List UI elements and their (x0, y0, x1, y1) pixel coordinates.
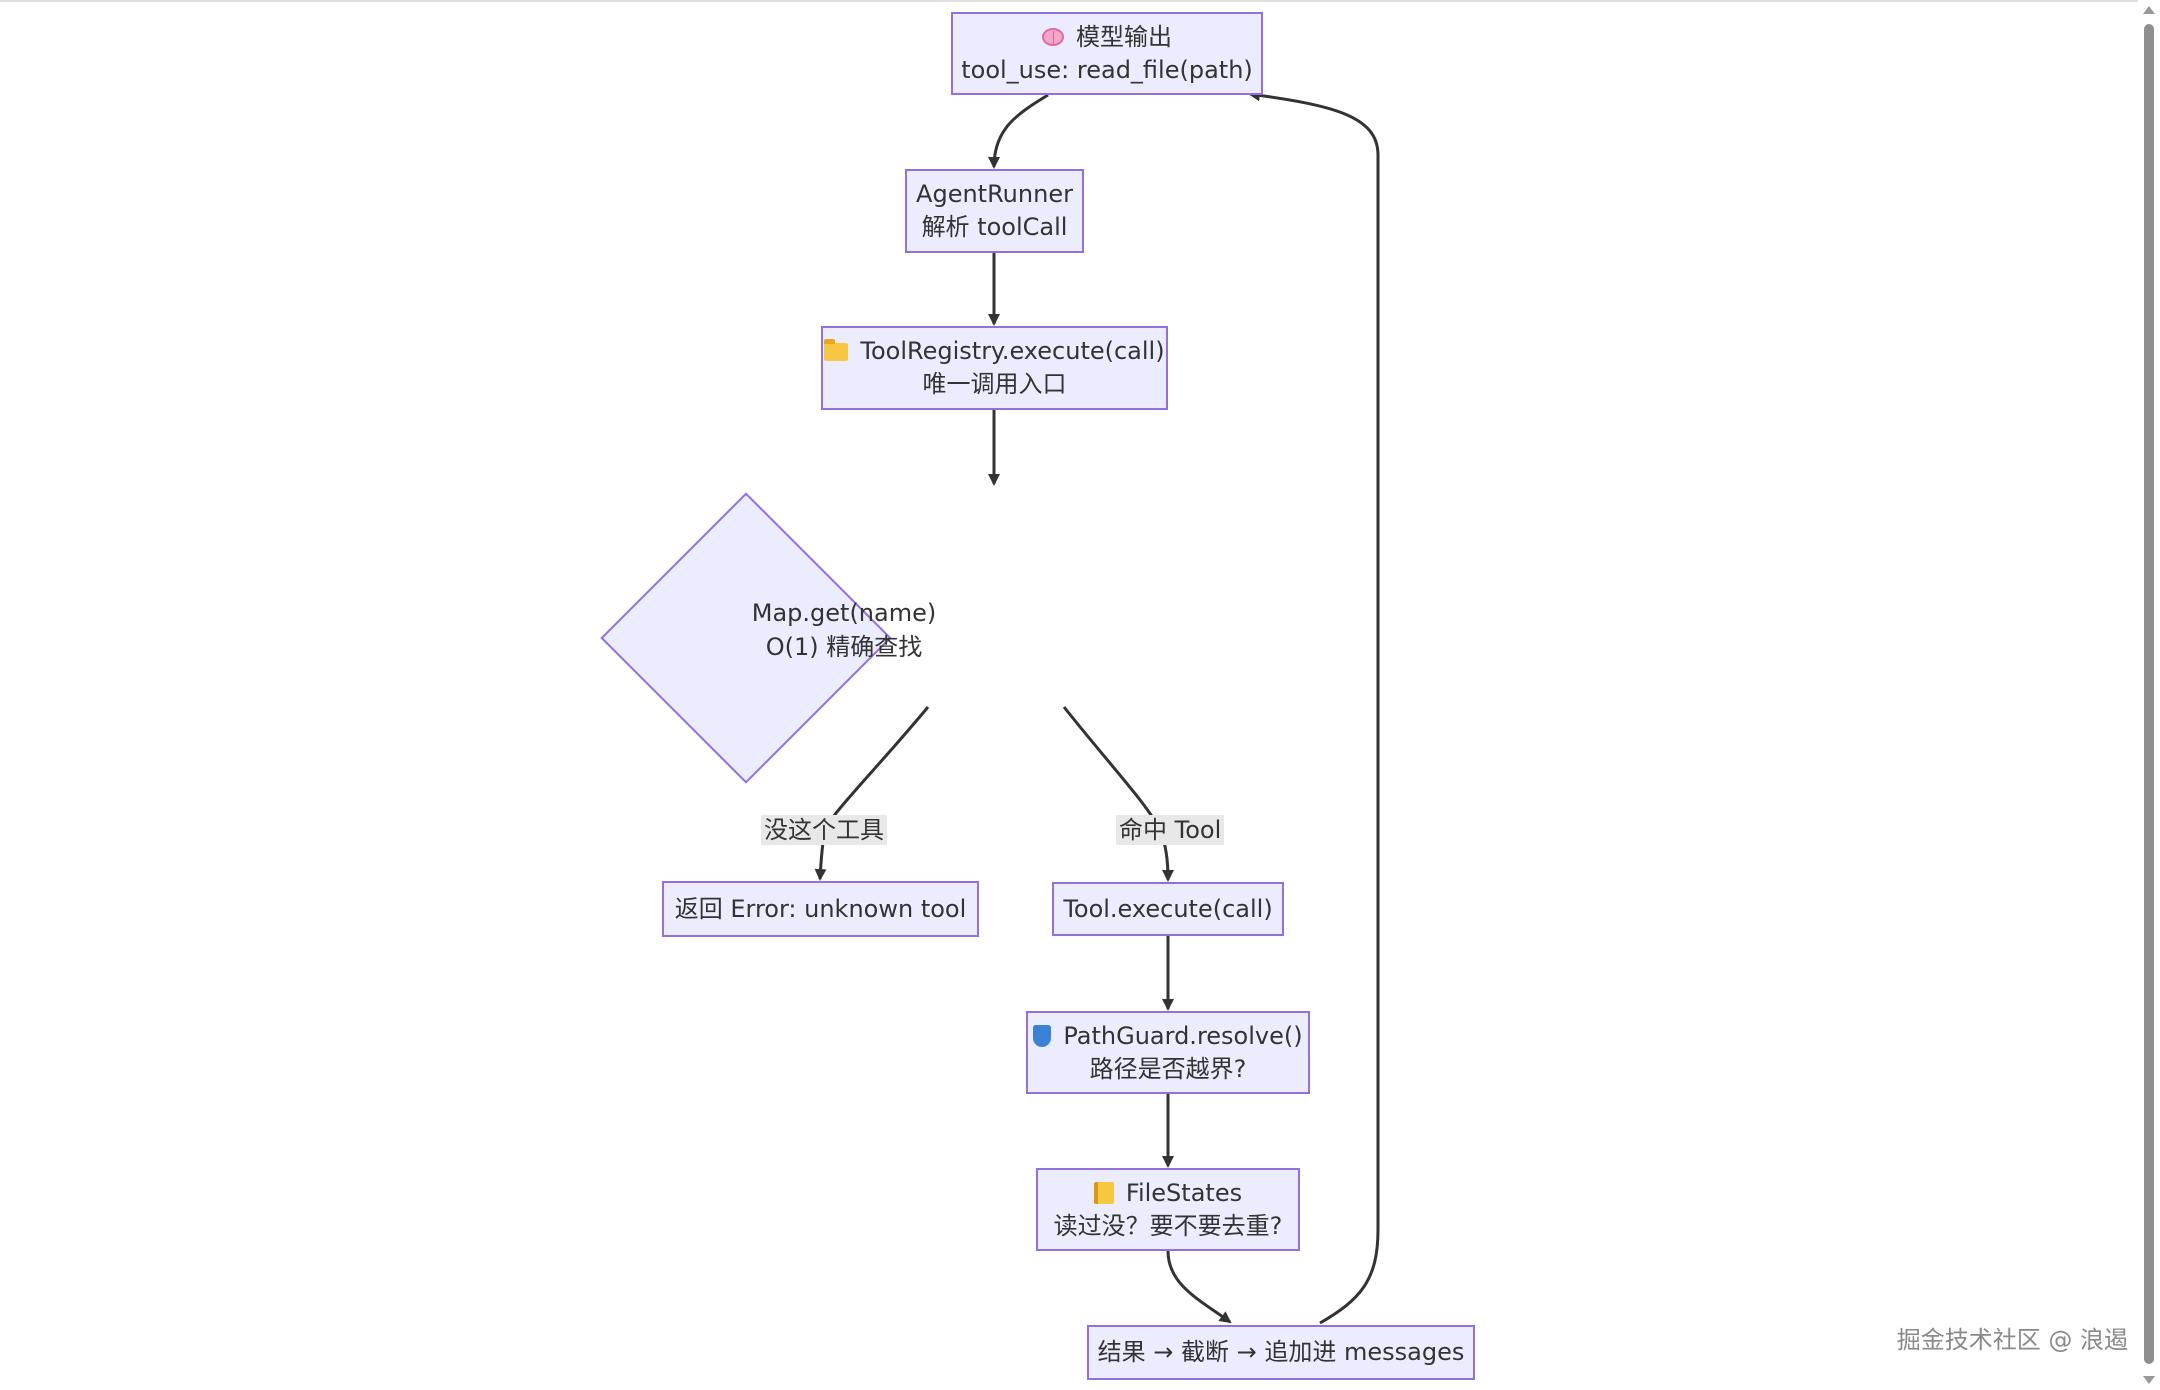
node-tool-execute: Tool.execute(call) (1052, 882, 1284, 936)
shield-icon (1033, 1025, 1052, 1047)
watermark: 掘金技术社区 @ 浪遏 (1896, 1326, 2128, 1354)
node-unknown-tool: 返回 Error: unknown tool (662, 881, 979, 937)
edge-map-to-unknown (814, 706, 930, 881)
edge-map-to-execute (1062, 706, 1174, 882)
scrollbar-thumb[interactable] (2144, 24, 2154, 1364)
node-file-states: FileStates 读过没？要不要去重? (1036, 1168, 1300, 1251)
node-result: 结果 → 截断 → 追加进 messages (1087, 1325, 1475, 1380)
folder-icon (824, 338, 849, 361)
edge-model-to-runner (988, 93, 1049, 169)
edge-filestates-to-result (1166, 1250, 1232, 1324)
edge-label-no-tool: 没这个工具 (761, 815, 887, 845)
scroll-down-arrow-icon[interactable] (2143, 1376, 2155, 1384)
vertical-scrollbar[interactable] (2138, 0, 2160, 1390)
node-map-lookup: Map.get(name) O(1) 精确查找 (751, 599, 937, 661)
node-model-output: 模型输出 tool_use: read_file(path) (951, 12, 1263, 95)
node-agent-runner: AgentRunner 解析 toolCall (905, 169, 1084, 253)
ledger-icon (1093, 1182, 1114, 1204)
edge-label-hit-tool: 命中 Tool (1116, 815, 1225, 845)
edge-result-to-model (1248, 89, 1380, 1325)
node-tool-registry: ToolRegistry.execute(call) 唯一调用入口 (821, 326, 1168, 410)
node-path-guard: PathGuard.resolve() 路径是否越界? (1026, 1011, 1310, 1094)
brain-icon (1042, 28, 1064, 46)
top-border (0, 0, 2138, 2)
scroll-up-arrow-icon[interactable] (2143, 6, 2155, 14)
